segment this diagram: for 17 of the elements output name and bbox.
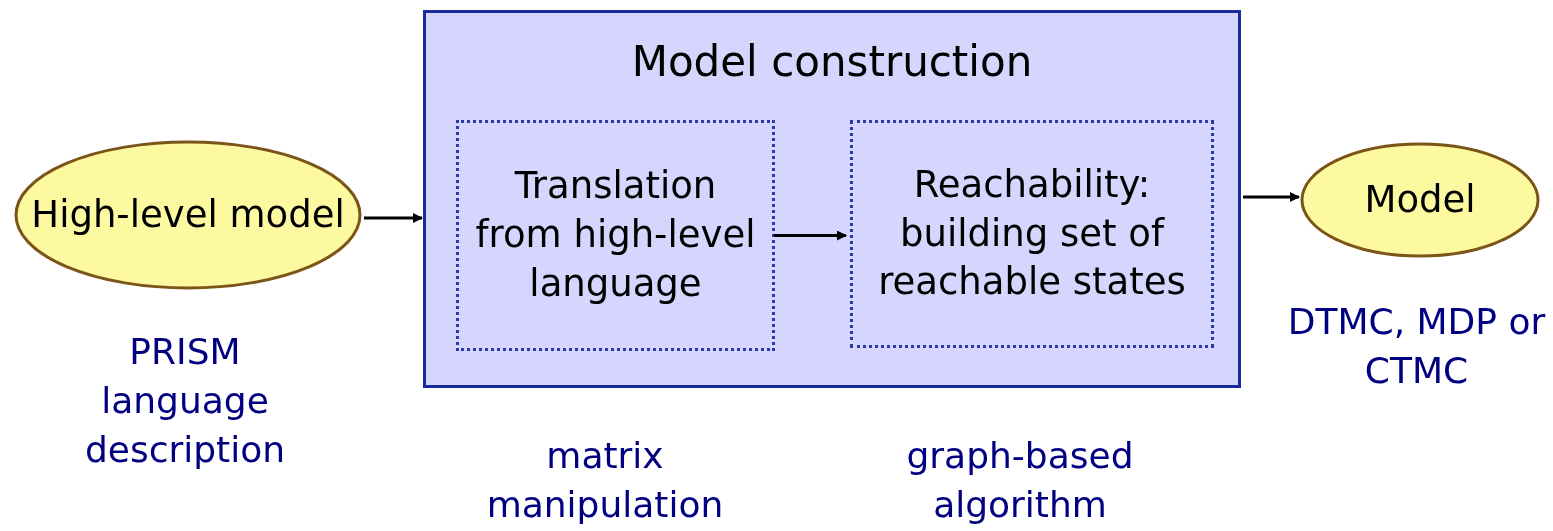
node-caption: DTMC, MDP or CTMC <box>1286 300 1547 393</box>
dotted-box <box>850 120 1214 348</box>
node-caption: matrix manipulation <box>485 434 725 527</box>
node-caption: graph-based algorithm <box>905 434 1135 527</box>
node-label: Translation from high-level language <box>474 163 757 307</box>
arrow <box>774 230 847 241</box>
ellipse-node <box>1300 142 1540 258</box>
arrow <box>1243 192 1300 202</box>
node-label: Reachability: building set of reachable states <box>877 161 1187 306</box>
node-caption: PRISM language description <box>83 330 287 472</box>
arrow <box>364 213 423 223</box>
node-label: High-level model <box>30 191 346 238</box>
node-label: Model <box>1363 176 1477 223</box>
ellipse-node <box>14 140 362 290</box>
group-box <box>423 10 1241 388</box>
box-title: Model construction <box>630 41 1034 83</box>
dotted-box <box>456 120 775 351</box>
